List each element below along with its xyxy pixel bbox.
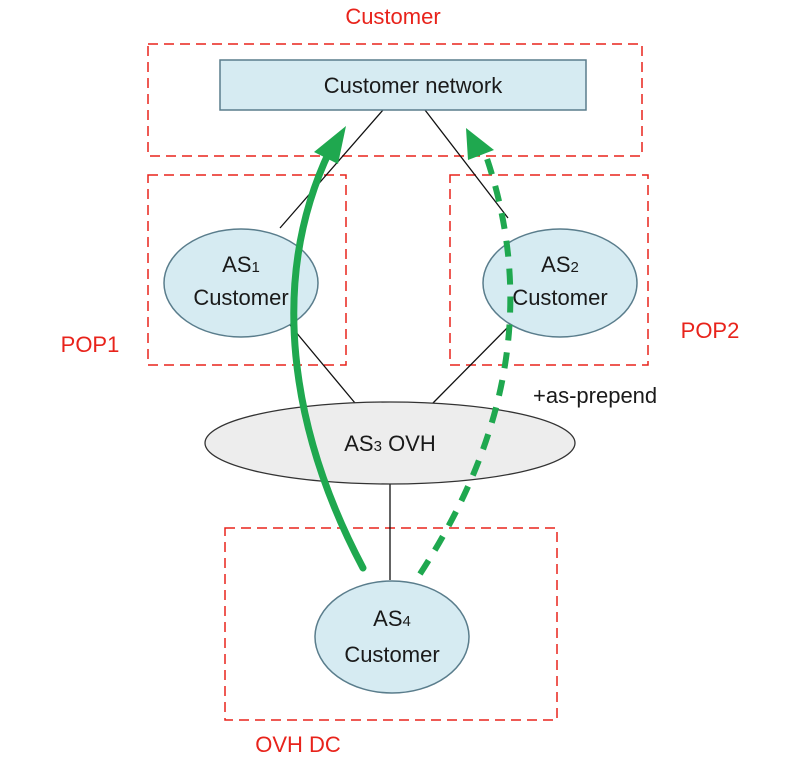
link-network-as2 — [424, 109, 509, 219]
as3-label: AS3 OVH — [344, 431, 436, 456]
as-prepend-annotation: +as-prepend — [533, 383, 657, 408]
as1-node — [163, 228, 319, 338]
customer-network-label: Customer network — [324, 73, 504, 98]
as1-label: AS1 — [222, 252, 260, 277]
primary-path-arrow — [290, 146, 367, 572]
as4-name: Customer — [344, 642, 439, 667]
as2-name: Customer — [512, 285, 607, 310]
link-as1-as3 — [289, 324, 356, 404]
links — [279, 109, 516, 580]
as2-label: AS2 — [541, 252, 579, 277]
zone-pop2 — [449, 174, 649, 366]
zone-ovh-dc — [224, 527, 558, 721]
zone-pop1 — [147, 174, 347, 366]
zone-label-customer: Customer — [345, 4, 440, 29]
as1-name: Customer — [193, 285, 288, 310]
zone-label-pop1: POP1 — [61, 332, 120, 357]
zone-customer — [147, 43, 643, 157]
backup-path-arrow — [417, 149, 514, 576]
as4-node — [314, 580, 470, 694]
as4-label: AS4 — [373, 606, 411, 631]
as3-ovh-node — [204, 401, 576, 485]
link-network-as1 — [279, 109, 384, 229]
zone-label-pop2: POP2 — [681, 318, 740, 343]
backup-path-arrowhead — [466, 128, 494, 160]
link-as2-as3 — [432, 319, 516, 404]
primary-path-arrowhead — [314, 126, 346, 164]
as2-node — [482, 228, 638, 338]
customer-network-box — [219, 59, 587, 111]
zone-label-ovh-dc: OVH DC — [255, 732, 341, 757]
